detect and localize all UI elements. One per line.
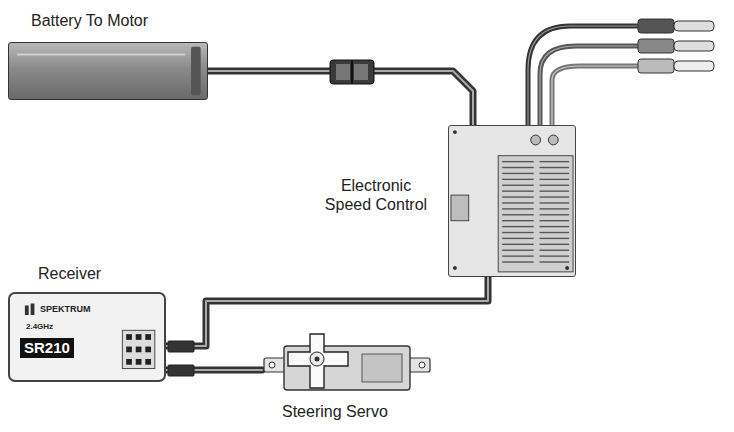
inline-connector bbox=[330, 60, 374, 84]
speed-controller-drawing bbox=[449, 126, 575, 276]
wire bbox=[166, 277, 488, 346]
part-label: Receiver bbox=[38, 264, 101, 283]
receiver-unit: ReceiverSPEKTRUM2.4GHzSR210 bbox=[8, 292, 166, 382]
part-label: Battery To Motor bbox=[31, 11, 148, 30]
motor-leads bbox=[528, 26, 640, 126]
steering-servo-drawing bbox=[262, 332, 432, 394]
servo-plugs bbox=[168, 341, 194, 376]
brand-text: SPEKTRUM bbox=[40, 304, 91, 315]
part-label: Steering Servo bbox=[282, 402, 388, 421]
battery-pack: Battery To Motor bbox=[8, 42, 208, 100]
steering-servo: Steering Servo bbox=[262, 332, 432, 394]
bullet-connectors bbox=[638, 19, 714, 73]
band-text: 2.4GHz bbox=[26, 322, 53, 332]
battery-pack-drawing bbox=[9, 43, 207, 99]
model-text: SR210 bbox=[20, 338, 74, 358]
speed-controller: Electronic Speed Control bbox=[448, 125, 576, 277]
part-label: Electronic Speed Control bbox=[319, 176, 433, 214]
